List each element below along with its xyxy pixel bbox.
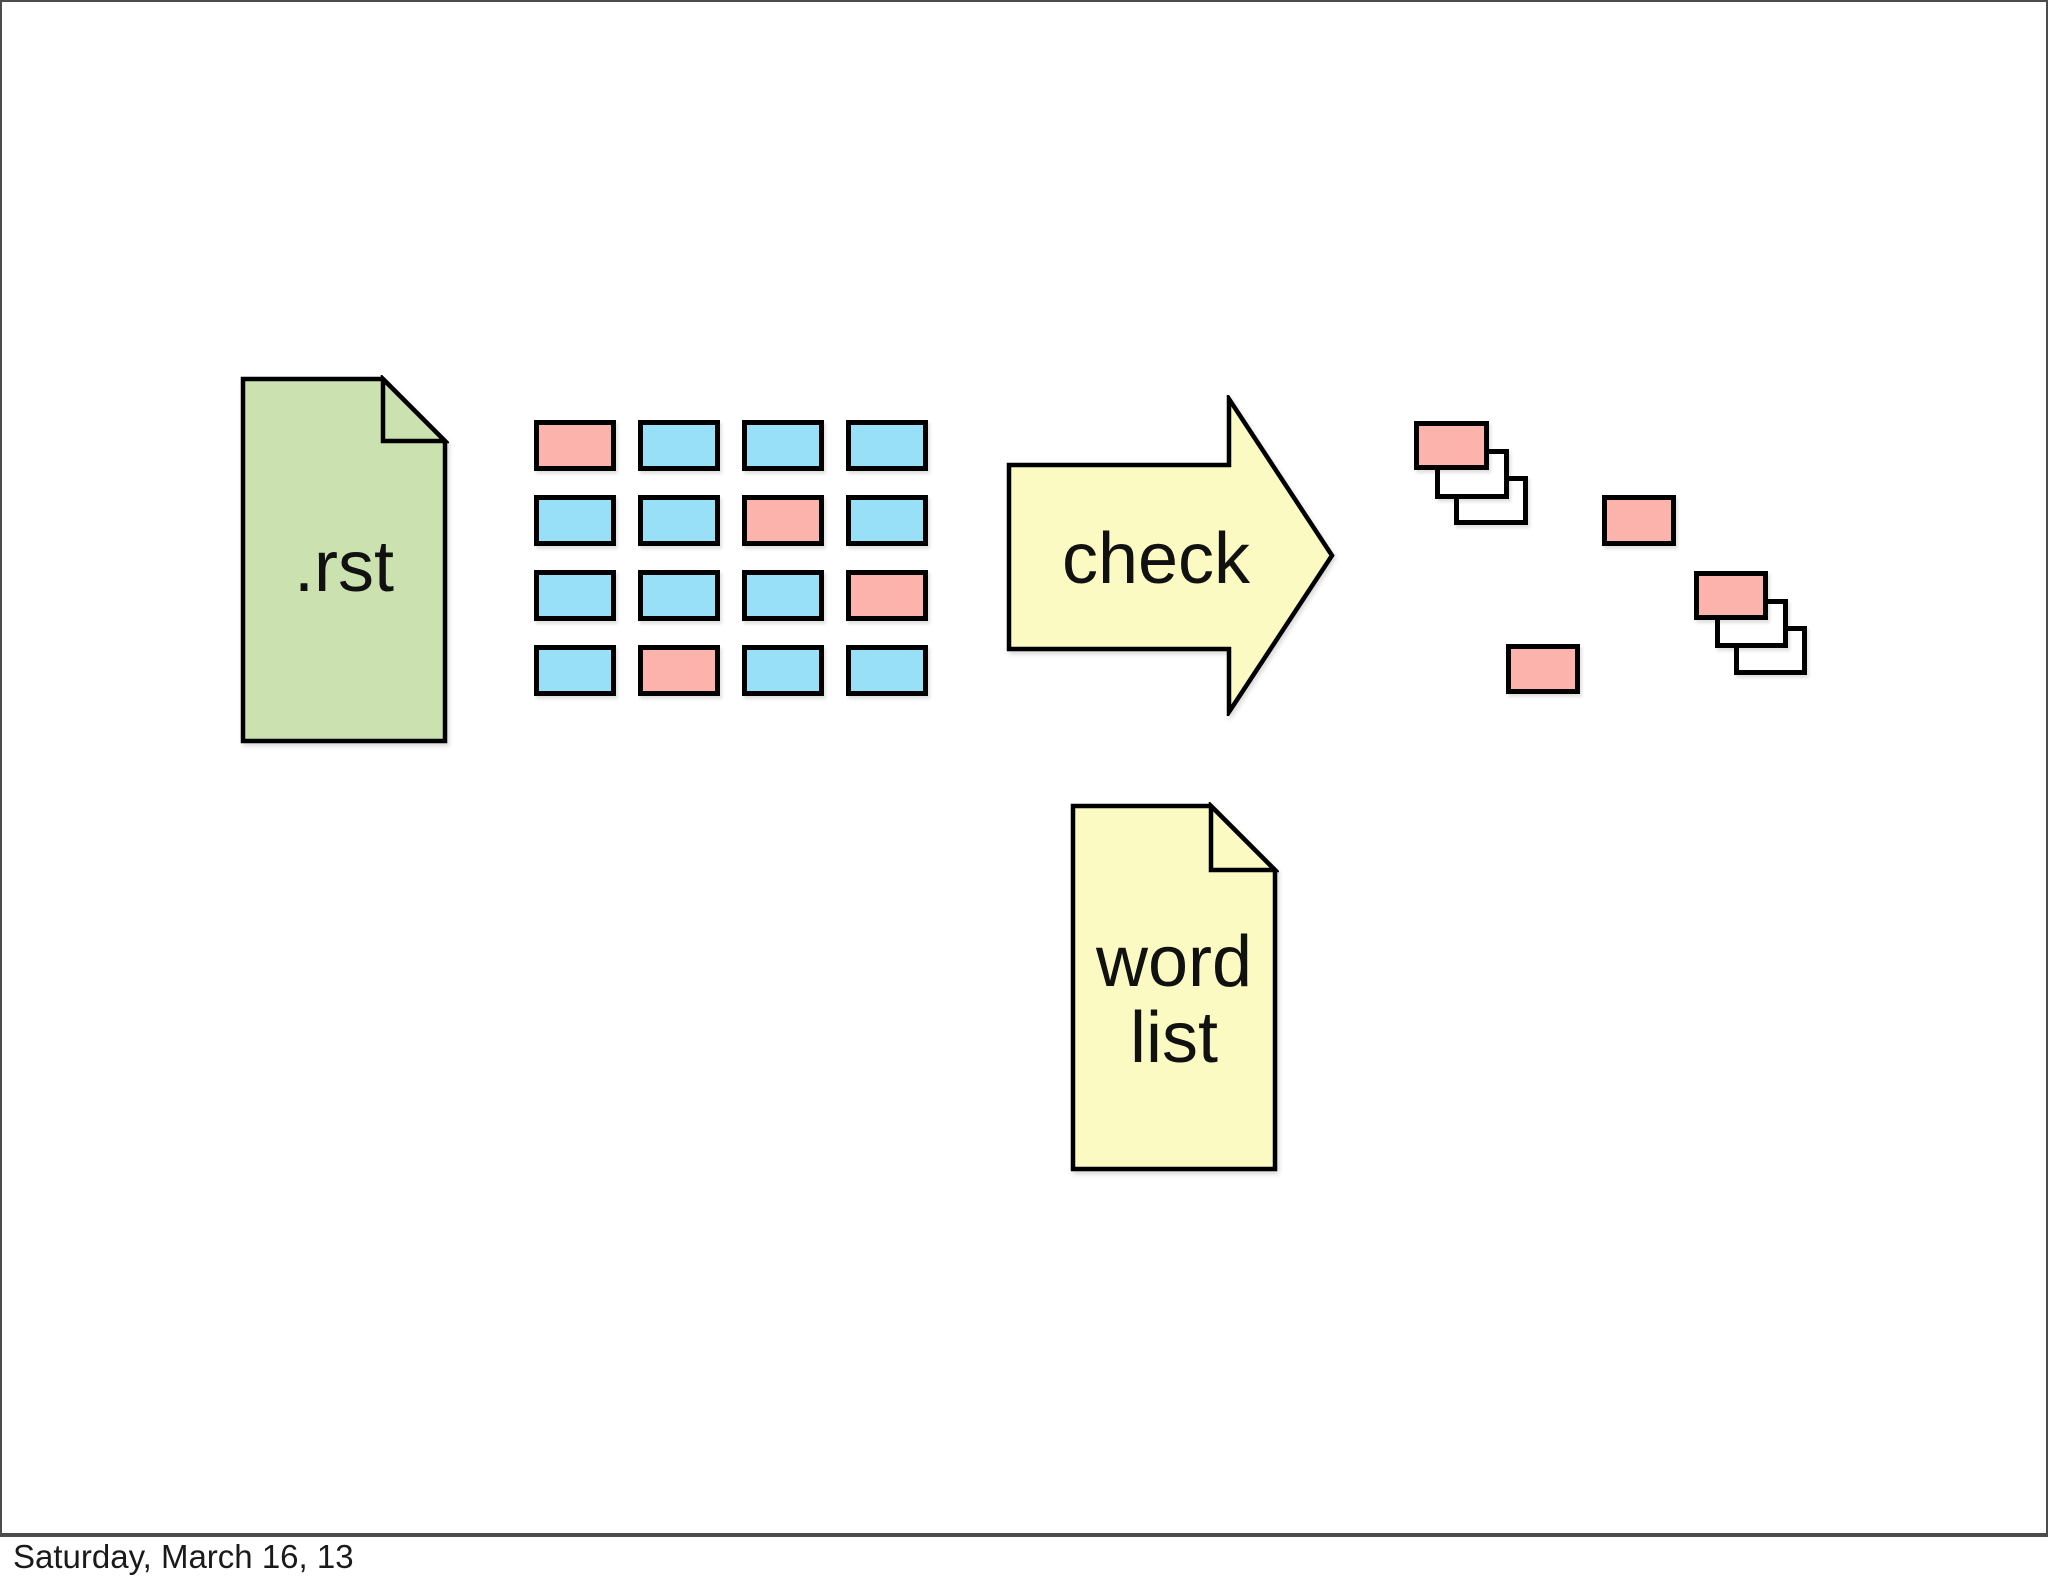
folded-corner-icon xyxy=(380,375,449,444)
word-token xyxy=(534,570,616,621)
word-token xyxy=(846,495,928,546)
word-token xyxy=(638,570,720,621)
word-token xyxy=(534,420,616,471)
check-arrow-icon xyxy=(1006,395,1335,716)
rst-document-label: .rst xyxy=(294,527,394,607)
check-arrow-label: check xyxy=(1061,519,1251,599)
word-token xyxy=(846,420,928,471)
word-token xyxy=(846,570,928,621)
rst-document-icon xyxy=(240,375,449,744)
wordlist-document-icon xyxy=(1070,802,1279,1172)
slide-canvas: .rst check word list xyxy=(0,0,2048,1537)
wordlist-line-1: word xyxy=(1095,922,1253,1002)
word-token xyxy=(742,570,824,621)
slide-date: Saturday, March 16, 13 xyxy=(13,1538,354,1575)
word-token xyxy=(534,645,616,696)
flagged-word-card xyxy=(1602,495,1676,546)
folded-corner-icon xyxy=(1208,802,1279,873)
word-token xyxy=(534,495,616,546)
flagged-word-card xyxy=(1694,571,1768,620)
wordlist-line-2: list xyxy=(1130,998,1218,1078)
word-token xyxy=(638,645,720,696)
word-token xyxy=(638,420,720,471)
wordlist-document-label: word list xyxy=(1069,924,1279,1076)
word-token xyxy=(742,645,824,696)
word-token xyxy=(742,495,824,546)
flagged-word-card xyxy=(1506,644,1580,694)
word-token xyxy=(638,495,720,546)
word-token xyxy=(742,420,824,471)
flagged-word-card xyxy=(1414,421,1489,470)
word-token xyxy=(846,645,928,696)
